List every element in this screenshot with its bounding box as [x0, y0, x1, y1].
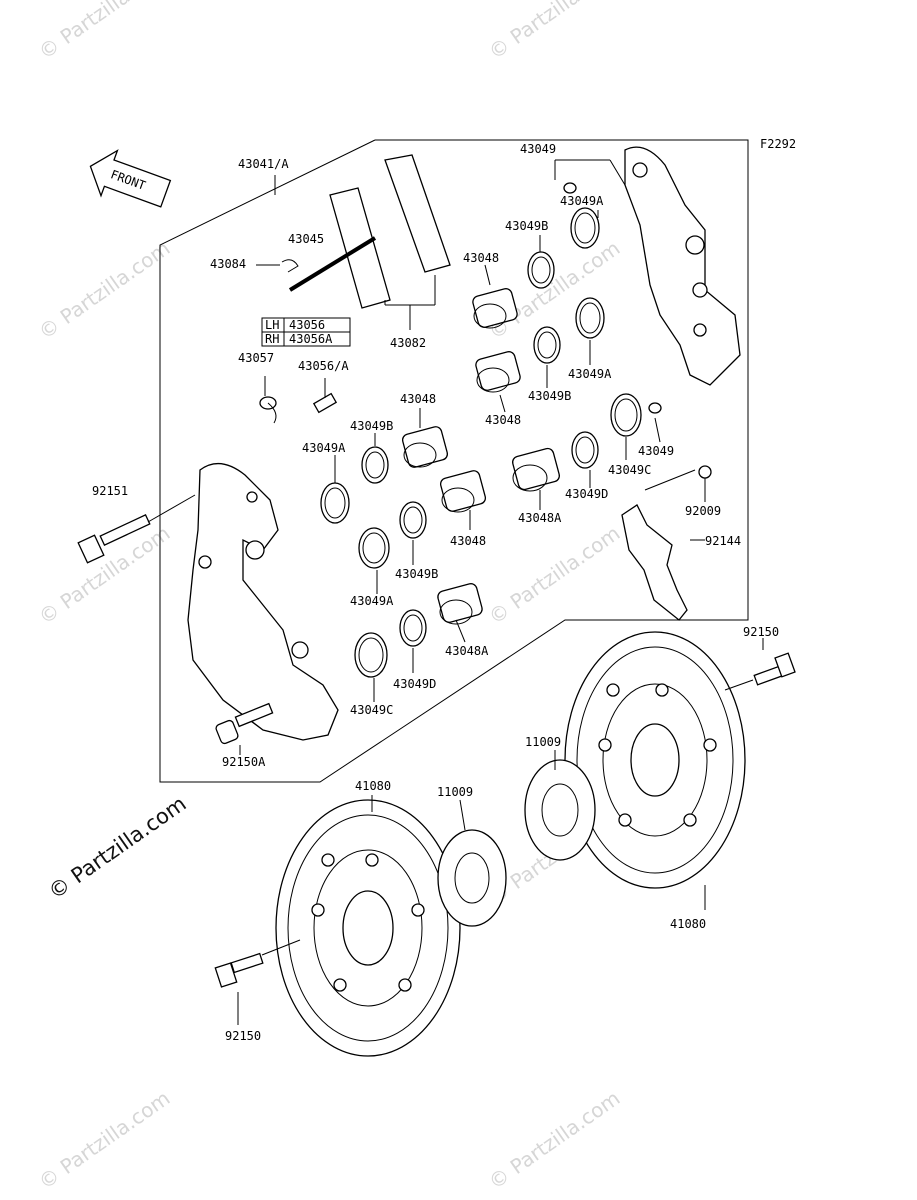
label-43048a-2: 43048A — [445, 644, 489, 658]
label-43049a-3: 43049A — [302, 441, 346, 455]
label-92150-left: 92150 — [225, 1029, 261, 1043]
label-43048-3: 43048 — [485, 413, 521, 427]
piston — [437, 583, 483, 625]
label-43049a-2: 43049A — [568, 367, 612, 381]
pad-spring — [621, 504, 688, 621]
label-43049-top: 43049 — [520, 142, 556, 156]
right-caliper-body — [624, 146, 741, 386]
pad-pin — [288, 236, 377, 292]
label-43048-2: 43048 — [400, 392, 436, 406]
disc-bolt-right — [753, 652, 796, 686]
seal — [358, 527, 390, 569]
watermark: © Partzilla.com — [34, 236, 174, 344]
right-brake-disc — [564, 631, 746, 889]
label-43049b-4: 43049B — [395, 567, 438, 581]
nut — [698, 465, 712, 479]
diagram-code: F2292 — [760, 137, 796, 151]
piston — [512, 447, 560, 492]
seal — [354, 632, 388, 678]
label-43048-4: 43048 — [450, 534, 486, 548]
label-41080-left: 41080 — [355, 779, 391, 793]
label-43049d-1: 43049D — [565, 487, 608, 501]
label-11009-left: 11009 — [437, 785, 473, 799]
label-43045: 43045 — [288, 232, 324, 246]
brake-pads — [329, 154, 451, 330]
front-arrow-icon: FRONT — [89, 149, 172, 208]
side-rh-part: 43056A — [289, 332, 333, 346]
label-43084: 43084 — [210, 257, 246, 271]
watermark: © Partzilla.com — [484, 1086, 624, 1194]
label-43049b-1: 43049B — [505, 219, 548, 233]
side-rh: RH — [265, 332, 279, 346]
label-41080-right: 41080 — [670, 917, 706, 931]
watermark: © Partzilla.com — [484, 521, 624, 629]
washer — [648, 402, 662, 414]
washer — [563, 182, 577, 194]
label-43049a-1: 43049A — [560, 194, 604, 208]
label-43049c-2: 43049C — [350, 703, 393, 717]
label-43049c-1: 43049C — [608, 463, 651, 477]
side-table: LH 43056 RH 43056A — [261, 317, 351, 347]
label-92150a: 92150A — [222, 755, 266, 769]
left-shim — [437, 829, 507, 927]
side-lh-part: 43056 — [289, 318, 325, 332]
piston — [472, 288, 518, 329]
disc-bolt-left — [214, 952, 264, 988]
label-43041a: 43041/A — [238, 157, 289, 171]
piston — [401, 426, 449, 468]
label-43082: 43082 — [390, 336, 426, 350]
seal — [610, 393, 642, 437]
label-92151: 92151 — [92, 484, 128, 498]
label-43048a-1: 43048A — [518, 511, 562, 525]
piston — [439, 470, 487, 513]
label-43049-right: 43049 — [638, 444, 674, 458]
label-92144: 92144 — [705, 534, 741, 548]
label-92009: 92009 — [685, 504, 721, 518]
left-caliper-body — [187, 463, 339, 741]
watermark-main: © Partzilla.com — [44, 791, 191, 904]
caliper-bolt-a — [215, 702, 274, 745]
label-43056a: 43056/A — [298, 359, 349, 373]
label-43049b-2: 43049B — [528, 389, 571, 403]
leader-lines — [237, 159, 764, 1025]
label-43049a-4: 43049A — [350, 594, 394, 608]
watermark: © Partzilla.com — [484, 0, 624, 64]
r-clip — [281, 259, 299, 273]
left-brake-disc — [275, 799, 461, 1057]
label-43048-1: 43048 — [463, 251, 499, 265]
label-92150-right: 92150 — [743, 625, 779, 639]
watermark: © Partzilla.com — [34, 1086, 174, 1194]
caliper-mounting-bolt — [77, 514, 151, 564]
watermark: © Partzilla.com — [34, 0, 174, 64]
bleeder-valve — [312, 392, 338, 414]
label-11009-right: 11009 — [525, 735, 561, 749]
caliper-group-outline — [159, 139, 749, 783]
label-43049d-2: 43049D — [393, 677, 436, 691]
label-43057: 43057 — [238, 351, 274, 365]
right-shim — [524, 759, 596, 861]
piston — [475, 351, 521, 393]
side-lh: LH — [265, 318, 279, 332]
label-43049b-3: 43049B — [350, 419, 393, 433]
